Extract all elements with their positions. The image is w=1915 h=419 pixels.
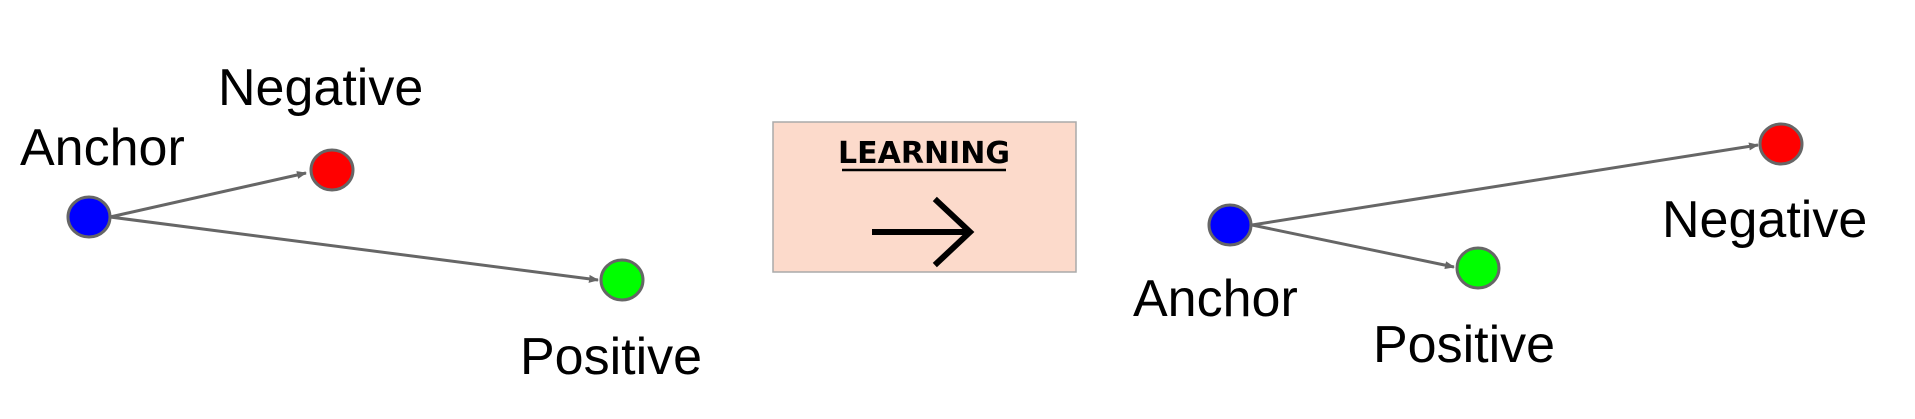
after-anchor-label: Anchor — [1133, 270, 1298, 328]
before-anchor-node — [66, 195, 112, 239]
before-positive-label: Positive — [520, 328, 702, 386]
after-positive-node — [1455, 246, 1501, 290]
before-negative-label: Negative — [218, 59, 423, 117]
after-learning-group: Anchor Negative Positive — [1133, 122, 1867, 374]
before-positive-node — [599, 258, 645, 302]
before-learning-group: Anchor Negative Positive — [20, 59, 702, 386]
after-anchor-positive-edge — [1251, 223, 1455, 270]
after-negative-label: Negative — [1662, 191, 1867, 249]
after-anchor-negative-edge — [1251, 142, 1759, 227]
after-negative-node — [1758, 122, 1804, 166]
before-negative-node — [309, 148, 355, 192]
before-anchor-positive-edge — [109, 215, 599, 283]
after-positive-label: Positive — [1373, 316, 1555, 374]
before-anchor-negative-edge — [109, 171, 307, 219]
learning-box: LEARNING — [772, 121, 1077, 273]
right-arrow-icon — [872, 196, 975, 268]
after-anchor-node — [1207, 203, 1253, 247]
before-anchor-label: Anchor — [20, 119, 185, 177]
learning-box-background — [772, 121, 1077, 273]
learning-title: LEARNING — [838, 136, 1010, 171]
